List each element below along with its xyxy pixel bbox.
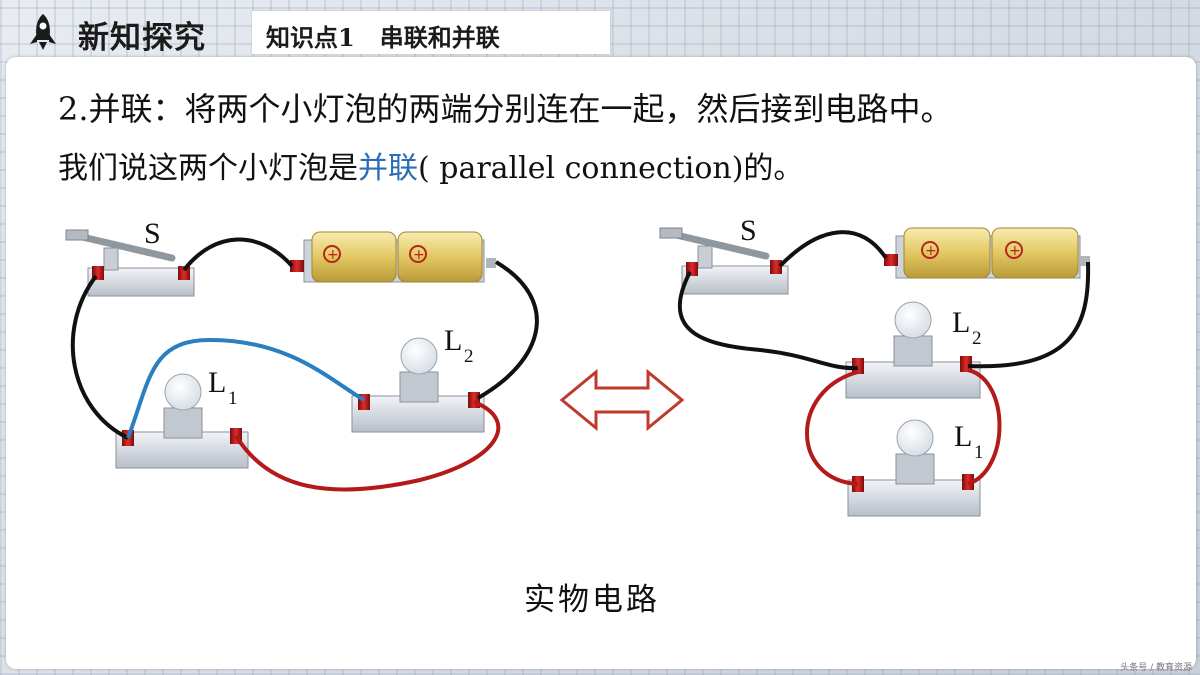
diagram-caption: 实物电路: [524, 582, 660, 618]
left-wire-switch-battery: [182, 237, 294, 272]
left-switch-label: S: [144, 217, 161, 250]
right-lamp-2: L 2: [845, 301, 982, 399]
watermark: 头条号 / 教育资源: [1120, 663, 1192, 673]
left-battery: + +: [290, 231, 496, 283]
right-lamp1-label: L: [954, 420, 972, 453]
left-lamp2-sub: 2: [464, 346, 474, 367]
left-lamp-1: L 1: [115, 366, 249, 469]
topic-number: 知识点1: [266, 23, 355, 52]
right-switch-label: S: [740, 214, 757, 247]
left-wire-battery-lamp2: [477, 260, 539, 400]
definition-line: 2.并联：将两个小灯泡的两端分别连在一起，然后接到电路中。: [58, 84, 953, 130]
left-wire-blue: [126, 337, 366, 439]
right-lamp1-sub: 1: [974, 442, 984, 463]
right-lamp2-sub: 2: [972, 328, 982, 349]
rocket-icon: [30, 14, 56, 50]
right-wire-red-right: [967, 368, 1002, 486]
left-lamp-2: L 2: [351, 324, 485, 433]
svg-text:+: +: [327, 247, 339, 263]
right-wire-battery-lamp2: [967, 261, 1091, 369]
left-wire-switch-lamp1: [70, 274, 129, 440]
topic-title: 知识点1 串联和并联: [266, 18, 500, 53]
double-arrow-icon: [559, 368, 685, 432]
left-lamp1-sub: 1: [228, 388, 238, 409]
definition-prefix: 2.并联：: [58, 90, 185, 128]
left-circuit: S + + L 1: [65, 217, 539, 492]
right-wire-red-left: [805, 370, 859, 486]
left-switch: S: [65, 217, 195, 297]
left-lamp2-label: L: [444, 324, 462, 357]
right-switch: S: [659, 214, 789, 295]
svg-text:+: +: [413, 247, 425, 263]
definition-line-2: 我们说这两个小灯泡是并联( parallel connection)的。: [58, 143, 803, 187]
definition-text: 将两个小灯泡的两端分别连在一起，然后接到电路中。: [184, 90, 953, 128]
right-lamp-1: L 1: [847, 419, 984, 517]
topic-name: 串联和并联: [379, 23, 500, 52]
left-lamp1-label: L: [208, 366, 226, 399]
right-circuit: S + + L 2: [659, 214, 1091, 517]
topic-banner: 知识点1 串联和并联: [252, 11, 610, 54]
header-bar: 新知探究 知识点1 串联和并联: [0, 0, 1200, 58]
right-wire-switch-lamp2: [677, 271, 859, 371]
content-panel: [6, 57, 1196, 669]
svg-text:+: +: [925, 243, 937, 259]
right-battery: + +: [884, 227, 1090, 279]
right-wire-switch-battery: [778, 230, 888, 268]
section-title: 新知探究: [78, 20, 206, 56]
left-wire-red: [234, 400, 501, 492]
definition-english: ( parallel connection)的。: [418, 151, 804, 186]
keyword-parallel: 并联: [358, 151, 418, 186]
svg-text:+: +: [1009, 243, 1021, 259]
definition-text-2: 我们说这两个小灯泡是: [58, 151, 358, 186]
right-lamp2-label: L: [952, 306, 970, 339]
